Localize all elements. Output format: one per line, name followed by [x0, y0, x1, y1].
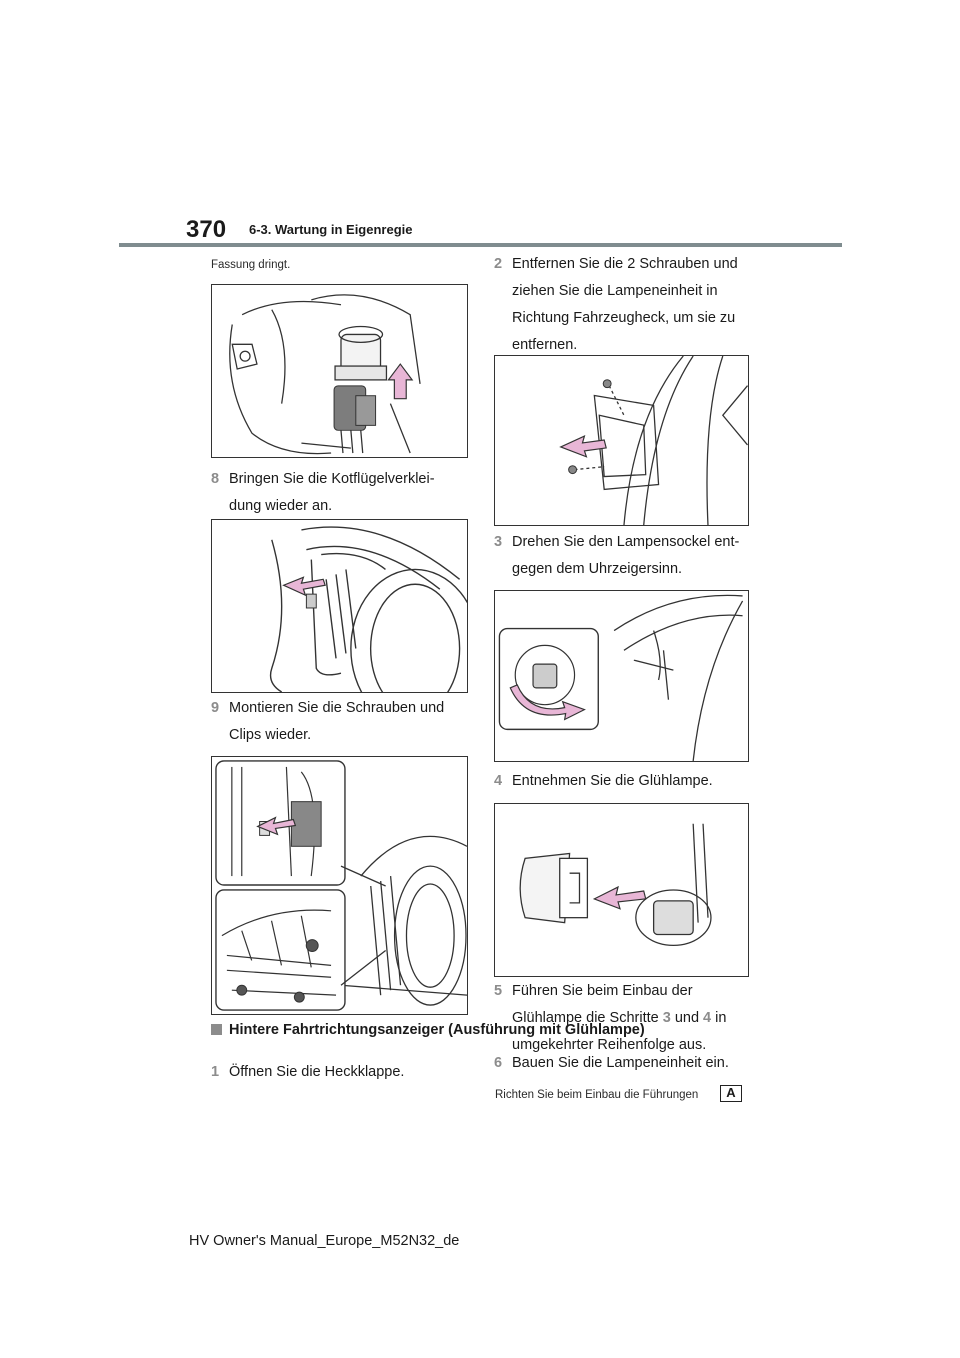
step-number: 5: [494, 983, 503, 999]
step-1: 1 Öffnen Sie die Heckklappe.: [211, 1059, 466, 1086]
figure-screws-clips: [211, 756, 468, 1015]
step-4: 4 Entnehmen Sie die Glühlampe.: [494, 768, 756, 795]
figure-bulb-socket: [211, 284, 468, 458]
section-title: 6-3. Wartung in Eigenregie: [249, 222, 413, 237]
step-number: 1: [211, 1064, 220, 1080]
step-reference: 4: [703, 1010, 712, 1026]
step-text-part: und: [670, 1010, 704, 1026]
step-5: 5 Führen Sie beim Einbau der Glühlampe d…: [494, 978, 756, 1059]
lamp-socket-rotation-illustration: [498, 594, 744, 761]
footer-manual-id: HV Owner's Manual_Europe_M52N32_de: [189, 1233, 460, 1249]
arrow-left-icon: [592, 885, 647, 910]
label-a-badge: A: [720, 1085, 742, 1102]
subheading-rear-turn-signal: Hintere Fahrtrichtungsanzeiger (Ausführu…: [211, 1020, 645, 1040]
step-text: Führen Sie beim Einbau der Glühlampe die…: [494, 978, 756, 1059]
step-8: 8 Bringen Sie die Kotflügelverklei- dung…: [211, 466, 466, 520]
step-text: Entnehmen Sie die Glühlampe.: [512, 773, 713, 789]
header-rule: [119, 243, 842, 247]
arrow-left-icon: [559, 434, 607, 458]
section-bullet-icon: [211, 1024, 222, 1035]
step-number: 8: [211, 471, 220, 487]
figure-lamp-socket-rotation: [494, 590, 749, 762]
step-9: 9 Montieren Sie die Schrauben und Clips …: [211, 695, 466, 749]
arrow-left-icon: [256, 816, 297, 836]
step-number: 9: [211, 700, 220, 716]
step-3: 3 Drehen Sie den Lampensockel ent- gegen…: [494, 529, 756, 583]
step-reference: 3: [662, 1010, 671, 1026]
step-text: Montieren Sie die Schrauben und Clips wi…: [229, 700, 445, 743]
step-6: 6 Bauen Sie die Lampeneinheit ein.: [494, 1050, 756, 1077]
subheading-text: Hintere Fahrtrichtungsanzeiger (Ausführu…: [229, 1022, 645, 1038]
step-number: 4: [494, 773, 503, 789]
screws-clips-illustration: [215, 760, 467, 1011]
note-text: Richten Sie beim Einbau die Führungen: [495, 1089, 699, 1101]
bulb-removal-illustration: [519, 823, 712, 946]
step-2: 2 Entfernen Sie die 2 Schrauben und zieh…: [494, 251, 756, 359]
figure-fender-liner: [211, 519, 468, 693]
rotate-arrow-icon: [509, 684, 586, 721]
figure-bulb-removal: [494, 803, 749, 977]
step-text: Öffnen Sie die Heckklappe.: [229, 1064, 405, 1080]
lamp-unit-removal-illustration: [559, 356, 748, 525]
bulb-socket-illustration: [229, 294, 421, 455]
page-number: 370: [186, 216, 227, 243]
step-text: Bauen Sie die Lampeneinheit ein.: [512, 1055, 729, 1071]
fender-liner-illustration: [269, 526, 467, 692]
step-text: Drehen Sie den Lampensockel ent- gegen d…: [512, 534, 740, 577]
step-text: Bringen Sie die Kotflügelverklei- dung w…: [229, 471, 435, 514]
step-number: 6: [494, 1055, 503, 1071]
step-number: 2: [494, 256, 503, 272]
step-text: Entfernen Sie die 2 Schrauben und ziehen…: [512, 256, 738, 353]
figure-lamp-unit-removal: [494, 355, 749, 526]
intro-fragment: Fassung dringt.: [211, 259, 291, 271]
step-number: 3: [494, 534, 503, 550]
arrow-up-icon: [387, 363, 414, 400]
arrow-left-icon: [282, 576, 326, 597]
step-text-part: in umgekehrter Reihenfolge aus.: [512, 1010, 727, 1053]
step-text-part: Führen Sie beim Einbau der Glühlampe die…: [512, 983, 693, 1026]
